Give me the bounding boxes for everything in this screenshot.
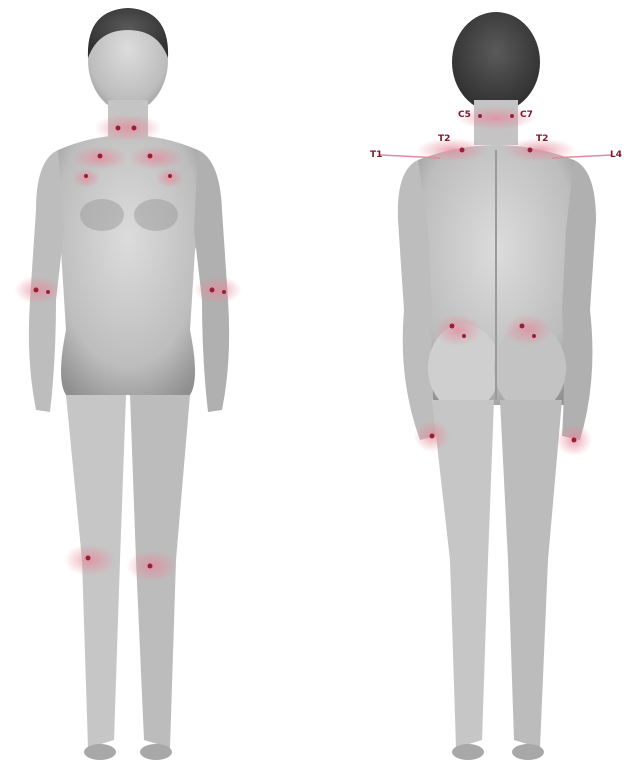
back-right-foot — [512, 744, 544, 760]
back-left-foot — [452, 744, 484, 760]
label-back-neck-left: C5 — [458, 110, 471, 120]
front-right-foot — [140, 744, 172, 760]
front-right-chest — [134, 199, 178, 231]
label-back-shoulder-right: T2 — [536, 134, 548, 144]
back-left-leg — [432, 400, 494, 748]
tender-point-front-right-clavicle — [128, 146, 184, 170]
label-back-shoulder-left: T2 — [438, 134, 450, 144]
label-back-side-right: L4 — [610, 150, 622, 160]
front-left-chest — [80, 199, 124, 231]
tender-point-front-left-knee — [64, 544, 116, 576]
tender-point-front-right-elbow — [194, 276, 242, 304]
back-right-leg — [500, 400, 562, 748]
label-back-side-left: T1 — [370, 150, 382, 160]
back-head — [452, 12, 540, 112]
tender-point-front-neck — [94, 114, 162, 142]
tender-point-back-right-gluteal — [504, 314, 552, 346]
tender-point-back-left-shoulder — [416, 138, 488, 162]
front-left-foot — [84, 744, 116, 760]
tender-point-back-left-gluteal — [434, 314, 482, 346]
label-back-neck-right: C7 — [520, 110, 533, 120]
